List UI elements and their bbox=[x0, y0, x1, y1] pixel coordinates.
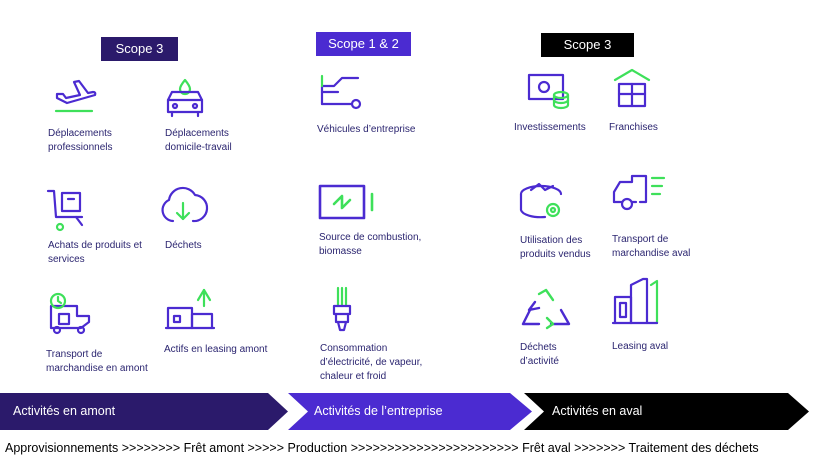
delivery-truck-clock-icon bbox=[47, 292, 93, 336]
label-deplacements-domicile-travail: Déplacements domicile-travail bbox=[165, 128, 232, 153]
fast-truck-icon bbox=[610, 172, 666, 214]
label-utilisation-produits: Utilisation des produits vendus bbox=[520, 235, 591, 260]
leasing-building-icon bbox=[611, 277, 659, 325]
downstream-activities-label: Activités en aval bbox=[552, 404, 643, 418]
label-transport-amont: Transport de marchandise en amont bbox=[46, 349, 148, 374]
vehicle-icon bbox=[318, 74, 362, 112]
label-dechets: Déchets bbox=[165, 240, 202, 251]
label-leasing-aval: Leasing aval bbox=[612, 341, 669, 352]
investment-icon bbox=[527, 73, 571, 111]
label-dechets-activite: Déchets d’activité bbox=[520, 342, 559, 367]
label-deplacements-professionnels: Déplacements professionnels bbox=[48, 128, 113, 153]
value-chain-text: Approvisionnements >>>>>>>> Frêt amont >… bbox=[5, 441, 759, 455]
scope-3-downstream-header: Scope 3 bbox=[541, 33, 634, 57]
downstream-activities-arrow: Activités en aval bbox=[524, 393, 809, 430]
car-icon bbox=[164, 78, 206, 118]
company-activities-label: Activités de l’entreprise bbox=[314, 404, 443, 418]
label-franchises: Franchises bbox=[609, 122, 658, 133]
leased-building-icon bbox=[164, 286, 216, 330]
cart-icon bbox=[46, 187, 88, 233]
label-consommation: Consommation d’électricité, de vapeur, c… bbox=[320, 343, 423, 382]
recycle-icon bbox=[521, 288, 571, 330]
battery-icon bbox=[318, 184, 376, 220]
product-use-icon bbox=[519, 180, 563, 222]
label-vehicules: Véhicules d’entreprise bbox=[317, 124, 416, 135]
airplane-icon bbox=[52, 76, 97, 116]
label-achats: Achats de produits et services bbox=[48, 240, 142, 265]
label-transport-aval: Transport de marchandise aval bbox=[612, 234, 691, 259]
upstream-activities-arrow: Activités en amont bbox=[0, 393, 288, 430]
light-bulb-icon bbox=[330, 286, 354, 334]
label-actifs-leasing-amont: Actifs en leasing amont bbox=[164, 344, 268, 355]
label-combustion: Source de combustion, biomasse bbox=[319, 232, 422, 257]
upstream-activities-label: Activités en amont bbox=[13, 404, 116, 418]
company-activities-arrow: Activités de l’entreprise bbox=[288, 393, 532, 430]
label-investissements: Investissements bbox=[514, 122, 586, 133]
scope-3-upstream-header: Scope 3 bbox=[101, 37, 178, 61]
franchise-icon bbox=[613, 68, 651, 108]
waste-cloud-icon bbox=[161, 186, 209, 227]
scope-1-2-header: Scope 1 & 2 bbox=[316, 32, 411, 56]
